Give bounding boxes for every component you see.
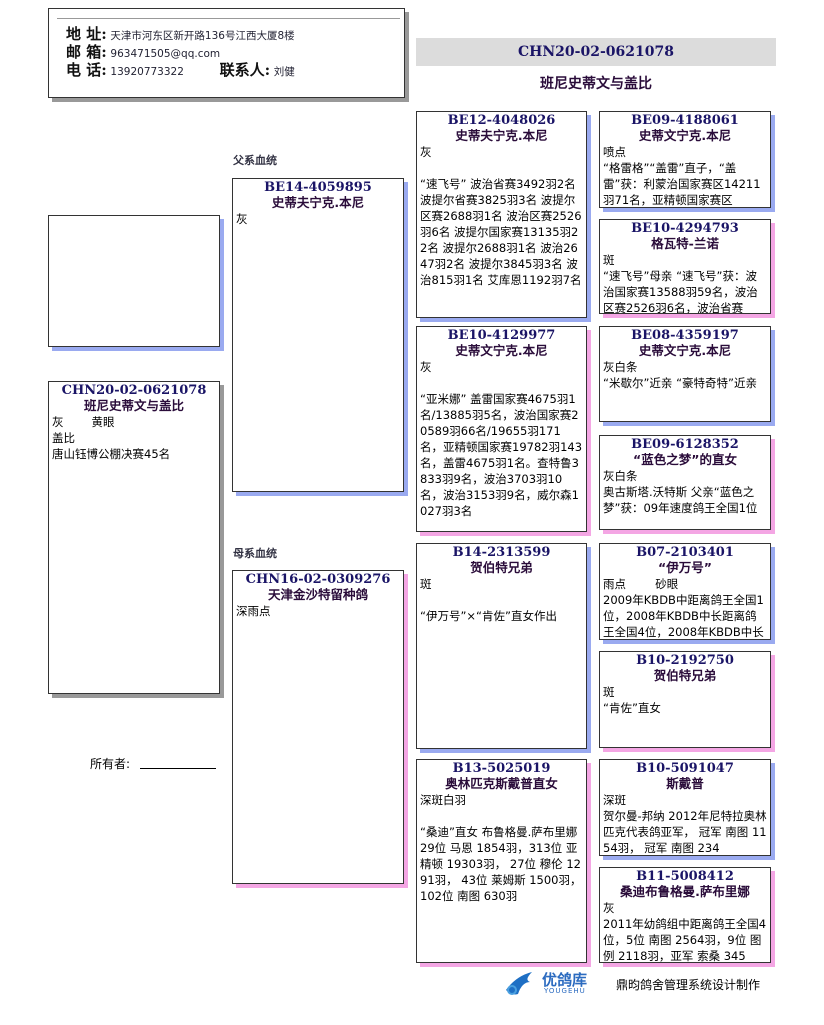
subject-ring: CHN20-02-0621078	[61, 383, 207, 398]
subject-line: 盖比	[52, 431, 75, 445]
email: 963471505@qq.com	[110, 48, 221, 60]
contact-name: 刘健	[273, 66, 295, 78]
subject-line: 唐山钰博公棚决赛45名	[52, 447, 171, 461]
bird-notes: 斑 “速飞号”母亲 “速飞号”获：波治国家赛13588羽59名，波治区赛2526…	[603, 253, 758, 314]
address-label: 地 址:	[66, 25, 107, 43]
bird-notes: 喷点 “格雷格”“盖雷”直子，“盖雷”获：利蒙治国家赛区14211羽71名，亚精…	[603, 145, 761, 207]
dam-line-label: 母系血统	[233, 547, 277, 560]
dam-text: 深雨点	[236, 604, 271, 618]
dam-ring: CHN16-02-0309276	[245, 572, 391, 587]
ring-number: B10-2192750	[636, 653, 734, 668]
bird-name: 斯戴普	[666, 776, 704, 791]
ring-number: B11-5008412	[636, 869, 734, 884]
logo-subtext: YOUGEHU	[544, 987, 586, 995]
bird-notes: 灰白条 奥古斯塔.沃特斯 父亲“蓝色之梦”获：09年速度鸽王全国1位	[603, 469, 758, 515]
ring-number: BE09-4188061	[631, 113, 739, 128]
contact-card: 地 址: 天津市河东区新开路136号江西大厦8楼 邮 箱: 963471505@…	[48, 8, 405, 98]
contact-label: 联系人:	[219, 61, 271, 79]
sire-line-label: 父系血统	[233, 154, 277, 167]
dam-name: 天津金沙特留种鸽	[267, 587, 368, 602]
bird-notes: 灰白条 “米歇尔”近亲 “豪特奇特”近亲	[603, 360, 757, 390]
yougehu-logo: 优鸽库 YOUGEHU	[502, 968, 602, 998]
sire-card: BE14-4059895 史蒂夫宁克.本尼 灰	[232, 178, 404, 492]
bird-name: 史蒂夫宁克.本尼	[455, 128, 548, 143]
bird-notes: 深斑 贺尔曼-邦纳 2012年尼特拉奥林匹克代表鸽亚军， 冠军 南图 1154羽…	[603, 793, 767, 855]
ring-number: BE12-4048026	[447, 113, 556, 128]
phone: 13920773322	[110, 66, 184, 78]
bird-name: 贺伯特兄弟	[470, 560, 533, 575]
bird-name: 奥林匹克斯戴普直女	[445, 776, 558, 791]
bird-notes: 灰 “速飞号” 波治省赛3492羽2名 波提尔省赛3825羽3名 波提尔区赛26…	[420, 145, 582, 287]
sire-name: 史蒂夫宁克.本尼	[271, 195, 365, 210]
photo-frame	[48, 215, 220, 347]
bird-notes: 灰 “亚米娜” 盖雷国家赛4675羽1名/13885羽5名，波治国家赛20589…	[420, 360, 583, 518]
logo-text: 优鸽库	[542, 971, 588, 989]
address: 天津市河东区新开路136号江西大厦8楼	[110, 30, 295, 42]
ring-number: BE09-6128352	[631, 437, 739, 452]
bird-name: “蓝色之梦”的直女	[633, 452, 737, 467]
bird-notes: 灰 2011年幼鸽组中距离鸽王全国4位，5位 南图 2564羽，9位 图例 21…	[603, 901, 767, 963]
ring-number: BE08-4359197	[631, 328, 739, 343]
ring-number: B10-5091047	[636, 761, 734, 776]
bird-name: 史蒂文宁克.本尼	[455, 343, 548, 358]
great-grandparent-card: BE09-6128352“蓝色之梦”的直女灰白条 奥古斯塔.沃特斯 父亲“蓝色之…	[599, 435, 771, 530]
great-grandparent-card: B07-2103401“伊万号” 雨点 砂眼 2009年KBDB中距离鸽王全国1位…	[599, 543, 771, 640]
subject-name: 班尼史蒂文与盖比	[83, 398, 184, 413]
ring-number: B07-2103401	[636, 545, 734, 560]
owner-label: 所有者:	[90, 757, 131, 771]
bird-name: 史蒂文宁克.本尼	[638, 128, 732, 143]
bird-notes: 雨点 砂眼 2009年KBDB中距离鸽王全国1位，2008年KBDB中长距离鸽王…	[603, 577, 764, 639]
divider	[57, 18, 400, 19]
logo-bird-icon	[506, 972, 532, 995]
phone-label: 电 话:	[66, 61, 107, 79]
header-ring-bar: CHN20-02-0621078	[416, 38, 776, 66]
subject-color: 灰	[52, 415, 64, 429]
bird-name: 桑迪布鲁格曼.萨布里娜	[620, 884, 750, 899]
subject-eye: 黄眼	[91, 415, 115, 429]
bird-name: “伊万号”	[658, 560, 712, 575]
ring-number: BE10-4129977	[447, 328, 556, 343]
sire-text: 灰	[236, 212, 248, 226]
bird-name: 格瓦特-兰诺	[651, 236, 719, 251]
bird-notes: 深斑白羽 “桑迪”直女 布鲁格曼.萨布里娜 29位 马恩 1854羽，313位 …	[420, 793, 582, 903]
bird-notes: 斑 “肯佐”直女	[603, 685, 661, 715]
header-ring: CHN20-02-0621078	[518, 44, 674, 60]
dam-card: CHN16-02-0309276 天津金沙特留种鸽 深雨点	[232, 570, 404, 884]
ring-number: B14-2313599	[452, 545, 551, 560]
subject-card: CHN20-02-0621078 班尼史蒂文与盖比 灰 黄眼 盖比 唐山钰博公棚决…	[48, 381, 220, 694]
bird-notes: 斑 “伊万号”×“肯佐”直女作出	[420, 577, 557, 623]
sire-ring: BE14-4059895	[264, 180, 372, 195]
email-label: 邮 箱:	[66, 43, 107, 61]
ring-number: B13-5025019	[452, 761, 551, 776]
owner-signature-line	[140, 768, 216, 769]
header-name: 班尼史蒂文与盖比	[540, 76, 652, 92]
footer-credit: 鼎昀鸽舍管理系统设计制作	[616, 978, 761, 992]
bird-name: 史蒂文宁克.本尼	[638, 343, 732, 358]
ring-number: BE10-4294793	[631, 221, 739, 236]
bird-name: 贺伯特兄弟	[653, 668, 717, 683]
